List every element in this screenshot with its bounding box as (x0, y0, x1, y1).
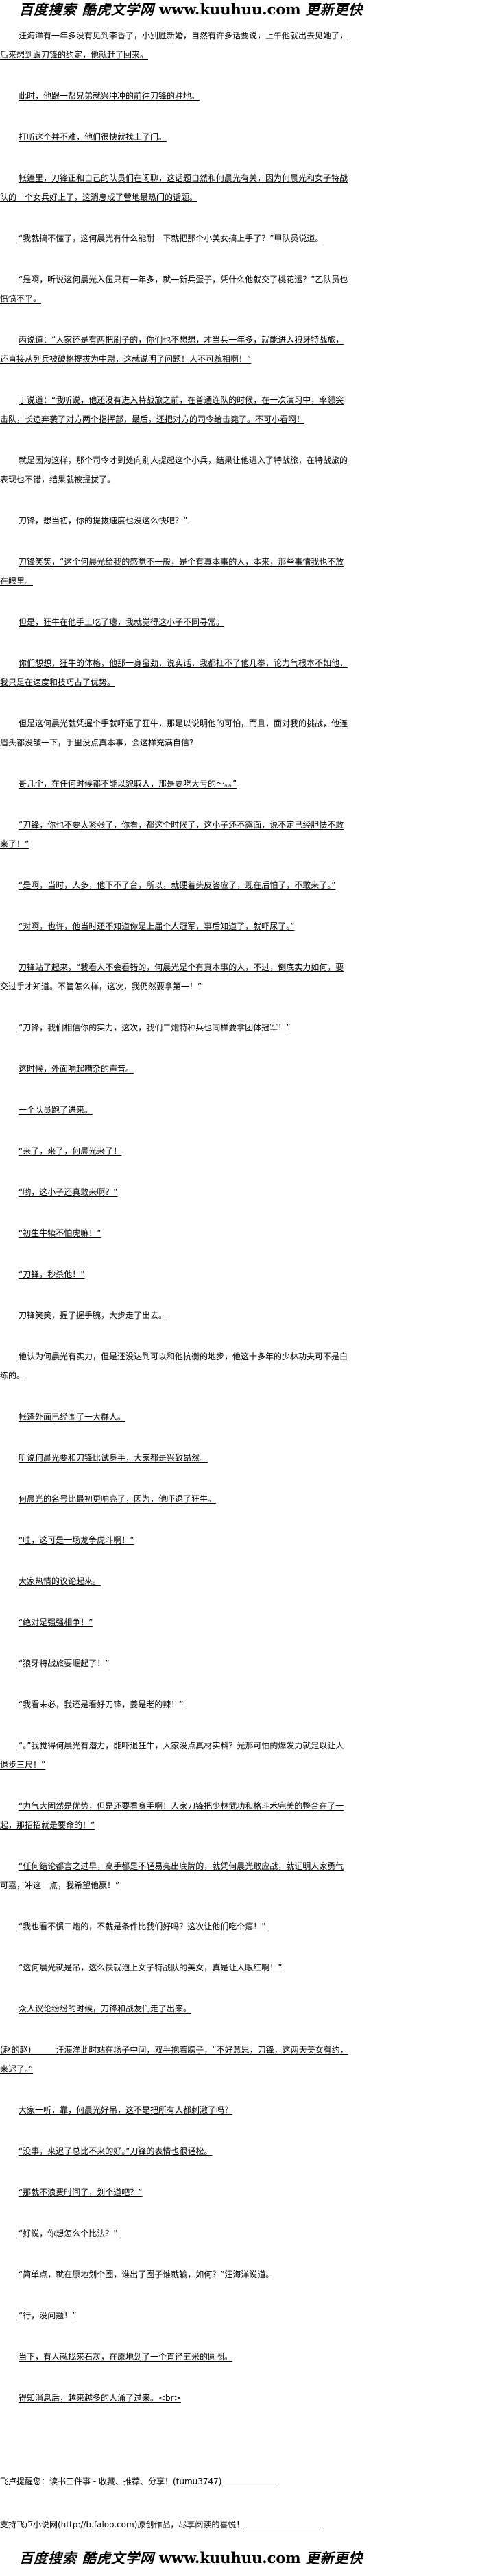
underline-fill (244, 2515, 324, 2527)
paragraph: “这何晨光就是吊，这么快就泡上女子特战队的美女，真是让人眼红啊！” (19, 1963, 283, 1972)
paragraph: 丙说道：“人家还是有两把刷子的，你们也不想想，才当兵一年多，就能进入狼牙特战旅，… (0, 335, 344, 364)
paragraph: 但是，狂牛在他手上吃了瘪，我就觉得这小子不同寻常。 (19, 617, 225, 627)
paragraph: “对啊，也许，他当时还不知道你是上届个人冠军，事后知道了，就吓尿了。” (19, 921, 295, 931)
paragraph: “刀锋，你也不要太紧张了，你看，都这个时候了，这小子还不露面，说不定已经胆怯不敢… (0, 820, 344, 849)
paragraph: 哥几个，在任何时候都不能以貌取人，那是要吃大亏的～。。” (19, 779, 237, 789)
paragraph: “刀锋，秒杀他！” (19, 1270, 85, 1279)
paragraph: 此时，他跟一帮兄弟就兴冲冲的前往刀锋的驻地。 (19, 91, 200, 101)
paragraph: 帐篷外面已经围了一大群人。 (19, 1412, 126, 1422)
reminder-text: 飞卢提醒您：读书三件事 - 收藏、推荐、分享！(tumu3747) (0, 2477, 222, 2486)
reminder-line: 飞卢提醒您：读书三件事 - 收藏、推荐、分享！(tumu3747) (0, 2472, 480, 2491)
site-logo-banner-top: 百度搜索 酷虎文学网 www.kuuhuu.com 更新更快 (19, 0, 363, 19)
paragraph: 众人议论纷纷的时候，刀锋和战友们走了出来。 (19, 2004, 192, 2014)
paragraph: “我也看不惯二炮的，不就是条件比我们好吗？这次让他们吃个瘪！” (19, 1922, 266, 1931)
paragraph: “那就不浪费时间了，划个道吧？” (19, 2188, 143, 2197)
paragraph: 打听这个并不难，他们很快就找上了门。 (19, 132, 167, 142)
paragraph: 帐篷里，刀锋正和自己的队员们在闲聊，这话题自然和何晨光有关，因为何晨光和女子特战… (0, 173, 348, 202)
paragraph: “我就搞不懂了，这何晨光有什么能耐一下就把那个小美女搞上手了？”甲队员说道。 (19, 234, 324, 243)
logo-site-name: 百度搜索 酷虎文学网 (19, 2550, 154, 2566)
paragraph: 听说何晨光要和刀锋比试身手，大家都是兴致昂然。 (19, 1453, 208, 1463)
paragraph: 何晨光的名号比最初更响亮了，因为，他吓退了狂牛。 (19, 1494, 217, 1504)
paragraph: “狼牙特战旅要崛起了！” (19, 1659, 110, 1668)
paragraph: 刀锋笑笑，握了握手腕，大步走了出去。 (19, 1311, 167, 1320)
paragraph: “简单点，就在原地划个圈，谁出了圈子谁就输，如何？”汪海洋说道。 (19, 2270, 274, 2279)
underline-fill (221, 2472, 277, 2484)
page-footer: 飞卢提醒您：读书三件事 - 收藏、推荐、分享！(tumu3747) 支持飞卢小说… (0, 2472, 480, 2558)
paragraph: 得知消息后，越来越多的人涌了过来。<br> (19, 2393, 181, 2403)
paragraph: “哇，这可是一场龙争虎斗啊！” (19, 1535, 134, 1545)
paragraph: “行，没问题！” (19, 2311, 77, 2320)
logo-site-url: www.kuuhuu.com (158, 2549, 301, 2566)
logo-site-url: www.kuuhuu.com (158, 1, 301, 18)
paragraph: (赵的赵) 汪海洋此时站在场子中间，双手抱着膀子，“不好意思，刀锋，这两天美女有… (0, 2045, 348, 2074)
paragraph: 他认为何晨光有实力，但是还没达到可以和他抗衡的地步，他这十多年的少林功夫可不是白… (0, 1352, 348, 1380)
paragraph: 刀锋站了起来，“我看人不会看错的，何晨光是个有真本事的人，不过，倒底实力如何，要… (0, 963, 344, 991)
paragraph: “是啊，听说这何晨光入伍只有一年多，就一新兵蛋子，凭什么他就交了桃花运？”乙队员… (0, 275, 348, 304)
paragraph: 就是因为这样，那个司令才到处向别人提起这个小兵，结果让他进入了特战旅，在特战旅的… (0, 456, 348, 484)
logo-slogan: 更新更快 (305, 2550, 363, 2566)
paragraph: “来了，来了，何晨光来了！ (19, 1146, 122, 1156)
paragraph: 但是这何晨光就凭握个手就吓退了狂牛，那足以说明他的可怕，而且，面对我的挑战，他连… (0, 719, 348, 747)
paragraph: 大家一听，靠，何晨光好吊，这不是把所有人都刺激了吗？ (19, 2105, 233, 2115)
paragraph: “没事，来迟了总比不来的好。”刀锋的表情也很轻松。 (19, 2146, 213, 2156)
paragraph: “是啊，当时，人多，他下不了台，所以，就硬着头皮答应了，现在后怕了，不敢来了。” (19, 880, 336, 890)
paragraph: 刀锋笑笑，“这个何晨光给我的感觉不一般，是个有真本事的人，本来，那些事情我也不放… (0, 557, 344, 586)
logo-site-name: 百度搜索 酷虎文学网 (19, 1, 154, 18)
paragraph: 这时候，外面响起嘈杂的声音。 (19, 1064, 134, 1074)
support-line: 支持飞卢小说网(http://b.faloo.com)原创作品，尽享阅读的喜悦！ (0, 2515, 480, 2534)
paragraph: 一个队员跑了进来。 (19, 1105, 93, 1115)
paragraph: “刀锋，我们相信你的实力，这次，我们二炮特种兵也同样要拿团体冠军！” (19, 1023, 291, 1032)
paragraph: “好说，你想怎么个比法？” (19, 2229, 118, 2238)
paragraph: 汪海洋有一年多没有见到李香了，小别胜新婚，自然有许多话要说，上午他就出去见她了，… (0, 31, 348, 60)
paragraph: 刀锋，想当初，你的提拔速度也没这么快吧？” (19, 516, 188, 525)
paragraph: “任何结论都言之过早，高手都是不轻易亮出底牌的，就凭何晨光敢应战，就证明人家勇气… (0, 1861, 344, 1890)
logo-slogan: 更新更快 (305, 1, 363, 18)
support-link-text[interactable]: 支持飞卢小说网(http://b.faloo.com)原创作品，尽享阅读的喜悦！ (0, 2520, 245, 2529)
paragraph: “力气大固然是优势，但是还要看身手啊！人家刀锋把少林武功和格斗术完美的整合在了一… (0, 1801, 344, 1830)
paragraph: “初生牛犊不怕虎嘛！” (19, 1228, 101, 1238)
paragraph: “哟，这小子还真敢来啊？” (19, 1187, 118, 1197)
paragraph: 丁说道：“我听说，他还没有进入特战旅之前，在普通连队的时候，在一次演习中，率领突… (0, 395, 344, 424)
paragraph: “。”我觉得何晨光有潜力，能吓退狂牛，人家没点真材实料？光那可怕的爆发力就足以让… (0, 1741, 344, 1770)
paragraph: “我看未必，我还是看好刀锋，姜是老的辣！” (19, 1700, 184, 1709)
chapter-content: 汪海洋有一年多没有见到李香了，小别胜新婚，自然有许多话要说，上午他就出去见她了，… (0, 26, 348, 2429)
paragraph: 大家热情的议论起来。 (19, 1576, 101, 1586)
site-logo-banner-bottom: 百度搜索 酷虎文学网 www.kuuhuu.com 更新更快 (19, 2549, 363, 2568)
paragraph: “绝对是强强相争！” (19, 1618, 93, 1627)
paragraph: 你们想想，狂牛的体格，他那一身蛮劲，说实话，我都扛不了他几拳，论力气根本不如他，… (0, 658, 348, 687)
paragraph: 当下，有人就找来石灰，在原地划了一个直径五米的圆圈。 (19, 2352, 233, 2362)
